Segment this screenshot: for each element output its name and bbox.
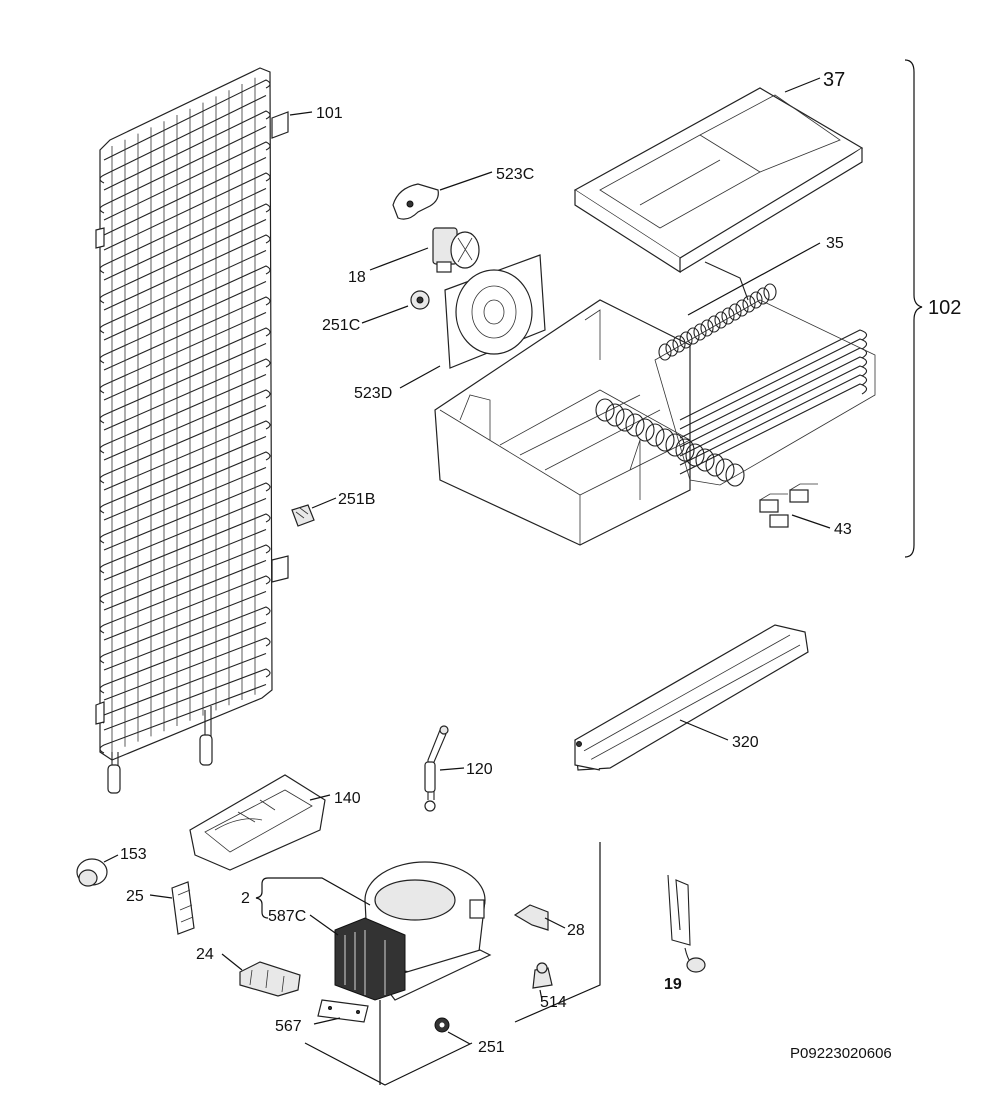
condenser-coil [95, 67, 289, 794]
part-140-tray [189, 774, 326, 871]
part-2-compressor [364, 861, 492, 1001]
label-18: 18 [348, 269, 366, 286]
label-320: 320 [732, 734, 759, 751]
part-523C-bracket [392, 183, 439, 220]
label-251C: 251C [322, 317, 360, 334]
leader-lines [103, 77, 831, 1045]
evaporator-housing [434, 299, 691, 546]
part-567-plate [317, 999, 369, 1023]
part-43-connectors [759, 483, 818, 528]
label-523D: 523D [354, 385, 392, 402]
group-frame-compressor [304, 842, 601, 1086]
group-bracket-102 [904, 59, 923, 558]
part-251-nut [434, 1017, 450, 1033]
group-brace-2 [255, 877, 269, 919]
part-28-bracket [513, 904, 549, 931]
part-37-cover [573, 87, 864, 274]
label-140: 140 [334, 790, 361, 807]
label-24: 24 [196, 946, 214, 963]
label-251: 251 [478, 1039, 505, 1056]
part-153-grommet [76, 858, 108, 887]
part-514-foot [532, 962, 553, 989]
part-35-evaporator [595, 261, 876, 487]
label-523C: 523C [496, 166, 534, 183]
part-18-fan-motor [432, 227, 480, 273]
part-24-clip [239, 961, 301, 997]
part-320-profile [574, 624, 809, 771]
label-514: 514 [540, 994, 567, 1011]
label-43: 43 [834, 521, 852, 538]
label-587C: 587C [268, 908, 306, 925]
label-251B: 251B [338, 491, 375, 508]
label-37: 37 [823, 69, 845, 91]
label-567: 567 [275, 1018, 302, 1035]
part-labels: 101 37 523C 18 35 102 251C 523D 251B 43 … [120, 69, 961, 1056]
drawing-reference-code: P09223020606 [790, 1045, 892, 1062]
part-19-power-cord [667, 874, 706, 973]
part-251C-nut [410, 290, 430, 310]
label-153: 153 [120, 846, 147, 863]
label-2: 2 [241, 890, 250, 907]
label-102: 102 [928, 297, 961, 319]
label-35: 35 [826, 235, 844, 252]
part-120-sensor [424, 725, 449, 812]
part-25-block [171, 881, 195, 935]
part-251B-clip [291, 504, 315, 527]
part-587C-relay [334, 917, 406, 1001]
label-28: 28 [567, 922, 585, 939]
part-523D-fan-cover [444, 254, 546, 369]
label-19: 19 [664, 976, 682, 993]
label-25: 25 [126, 888, 144, 905]
label-120: 120 [466, 761, 493, 778]
label-101: 101 [316, 105, 343, 122]
